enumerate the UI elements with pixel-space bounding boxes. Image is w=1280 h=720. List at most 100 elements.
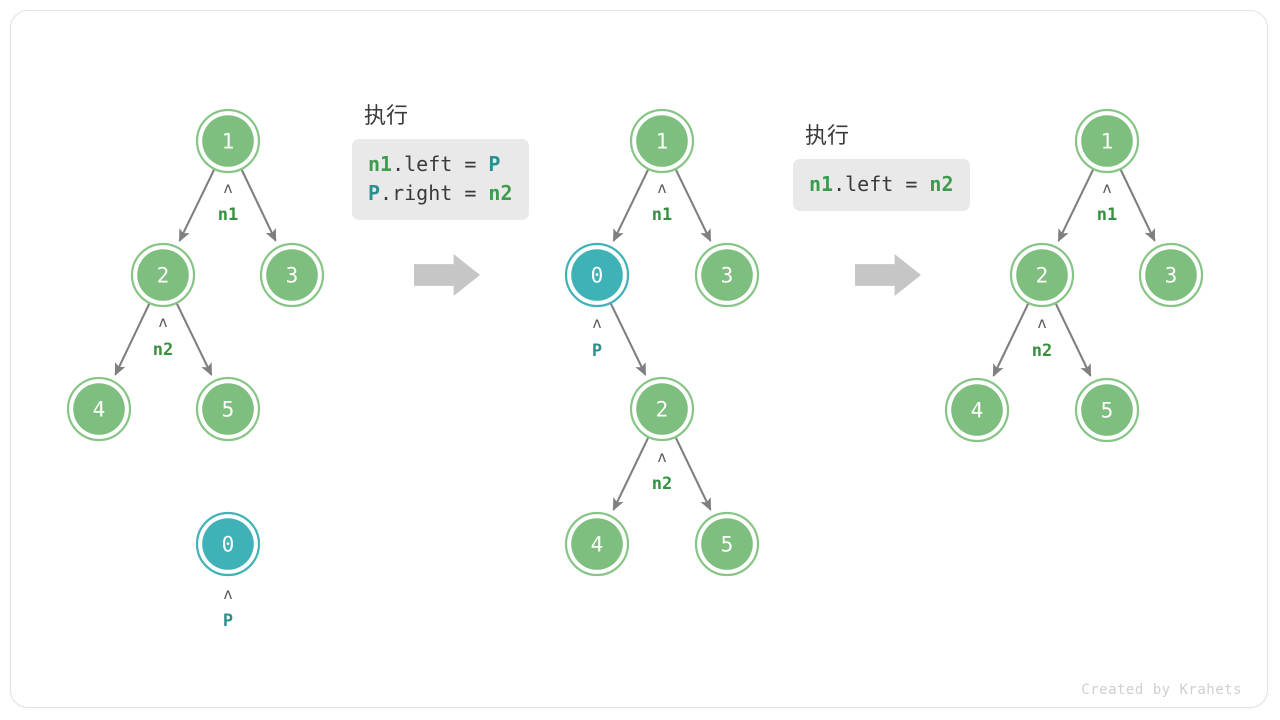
pointer-label: n2 xyxy=(153,340,173,360)
tree-edge xyxy=(675,169,712,242)
node-white-ring xyxy=(1077,111,1137,171)
node-value: 1 xyxy=(1101,130,1114,154)
node-body xyxy=(701,249,753,301)
code-box-right: n1.left = n2 xyxy=(793,159,970,211)
node-body xyxy=(202,115,254,167)
node-white-ring xyxy=(198,379,258,439)
node-outer-ring xyxy=(259,242,325,308)
tree-node-3[interactable]: 3 xyxy=(259,242,325,308)
node-body xyxy=(571,518,623,570)
tree-edge xyxy=(992,303,1030,377)
tree-node-5[interactable]: 5 xyxy=(1074,377,1140,443)
code-token: n2 xyxy=(488,181,513,205)
tree-node-0[interactable]: 0 xyxy=(564,242,630,308)
tree-node-3[interactable]: 3 xyxy=(694,242,760,308)
node-outer-ring xyxy=(1074,377,1140,443)
node-white-ring xyxy=(1077,380,1137,440)
node-white-ring xyxy=(697,245,757,305)
tree-edge xyxy=(1054,303,1092,377)
node-outer-ring xyxy=(694,242,760,308)
node-white-ring xyxy=(262,245,322,305)
code-token: n2 xyxy=(929,172,954,196)
pointer-p: ʌP xyxy=(223,585,233,631)
tree-node-2[interactable]: 2 xyxy=(1009,242,1075,308)
node-white-ring xyxy=(1141,245,1201,305)
node-white-ring xyxy=(567,514,627,574)
tree-node-5[interactable]: 5 xyxy=(694,511,760,577)
tree-node-1[interactable]: 1 xyxy=(1074,108,1140,174)
pointer-caret-icon: ʌ xyxy=(223,585,232,603)
tree-node-1[interactable]: 1 xyxy=(629,108,695,174)
tree-edge xyxy=(178,169,215,242)
code-token: n1 xyxy=(809,172,834,196)
pointer-n2: ʌ n2 xyxy=(153,313,173,360)
node-body xyxy=(1081,384,1133,436)
pointer-caret-icon: ʌ xyxy=(158,313,167,331)
tree-edge xyxy=(674,437,712,511)
tree-node-0[interactable]: 0 xyxy=(195,511,261,577)
node-white-ring xyxy=(947,380,1007,440)
node-white-ring xyxy=(1012,245,1072,305)
tree-edge xyxy=(1057,169,1094,242)
pointer-caret-icon: ʌ xyxy=(657,179,666,197)
transition-arrow-1 xyxy=(414,254,480,296)
node-value: 3 xyxy=(721,264,734,288)
code-token: P xyxy=(488,152,501,176)
node-value: 4 xyxy=(591,533,604,557)
node-white-ring xyxy=(69,379,129,439)
node-outer-ring xyxy=(629,108,695,174)
edges-layer xyxy=(114,169,1156,511)
tree-edge xyxy=(610,303,647,376)
pointer-n2: ʌn2 xyxy=(652,448,672,494)
node-outer-ring xyxy=(564,511,630,577)
code-line: n1.left = P xyxy=(368,150,513,179)
tree-edge xyxy=(612,169,649,242)
node-body xyxy=(1016,249,1068,301)
tree-node-4[interactable]: 4 xyxy=(944,377,1010,443)
pointer-label: P xyxy=(223,611,233,631)
node-outer-ring xyxy=(1138,242,1204,308)
node-white-ring xyxy=(133,245,193,305)
node-value: 4 xyxy=(971,399,984,423)
tree-node-3[interactable]: 3 xyxy=(1138,242,1204,308)
node-body xyxy=(202,383,254,435)
node-white-ring xyxy=(632,379,692,439)
pointer-label: n1 xyxy=(218,205,238,225)
transition-arrows-layer xyxy=(414,254,921,296)
pointer-caret-icon: ʌ xyxy=(1102,179,1111,197)
node-outer-ring xyxy=(564,242,630,308)
node-value: 1 xyxy=(656,130,669,154)
node-body xyxy=(636,383,688,435)
tree-edge xyxy=(1119,169,1156,242)
node-value: 2 xyxy=(157,264,170,288)
tree-edge xyxy=(612,437,650,511)
node-white-ring xyxy=(567,245,627,305)
pointer-n1: ʌ n1 xyxy=(1097,179,1117,225)
tree-node-4[interactable]: 4 xyxy=(66,376,132,442)
tree-node-2[interactable]: 2 xyxy=(130,242,196,308)
node-outer-ring xyxy=(130,242,196,308)
tree-node-1[interactable]: 1 xyxy=(195,108,261,174)
tree-node-5[interactable]: 5 xyxy=(195,376,261,442)
node-body xyxy=(73,383,125,435)
tree-edge xyxy=(240,169,277,242)
pointer-n1: ʌ n1 xyxy=(218,179,238,225)
node-white-ring xyxy=(198,514,258,574)
code-line: P.right = n2 xyxy=(368,179,513,208)
node-value: 5 xyxy=(222,398,235,422)
node-body xyxy=(266,249,318,301)
tree-node-2[interactable]: 2 xyxy=(629,376,695,442)
node-body xyxy=(1145,249,1197,301)
tree-node-4[interactable]: 4 xyxy=(564,511,630,577)
pointer-caret-icon: ʌ xyxy=(223,179,232,197)
code-token: .right = xyxy=(380,181,489,205)
pointer-label: n1 xyxy=(1097,205,1117,225)
pointer-label: n2 xyxy=(652,474,672,494)
node-outer-ring xyxy=(1009,242,1075,308)
node-body xyxy=(701,518,753,570)
